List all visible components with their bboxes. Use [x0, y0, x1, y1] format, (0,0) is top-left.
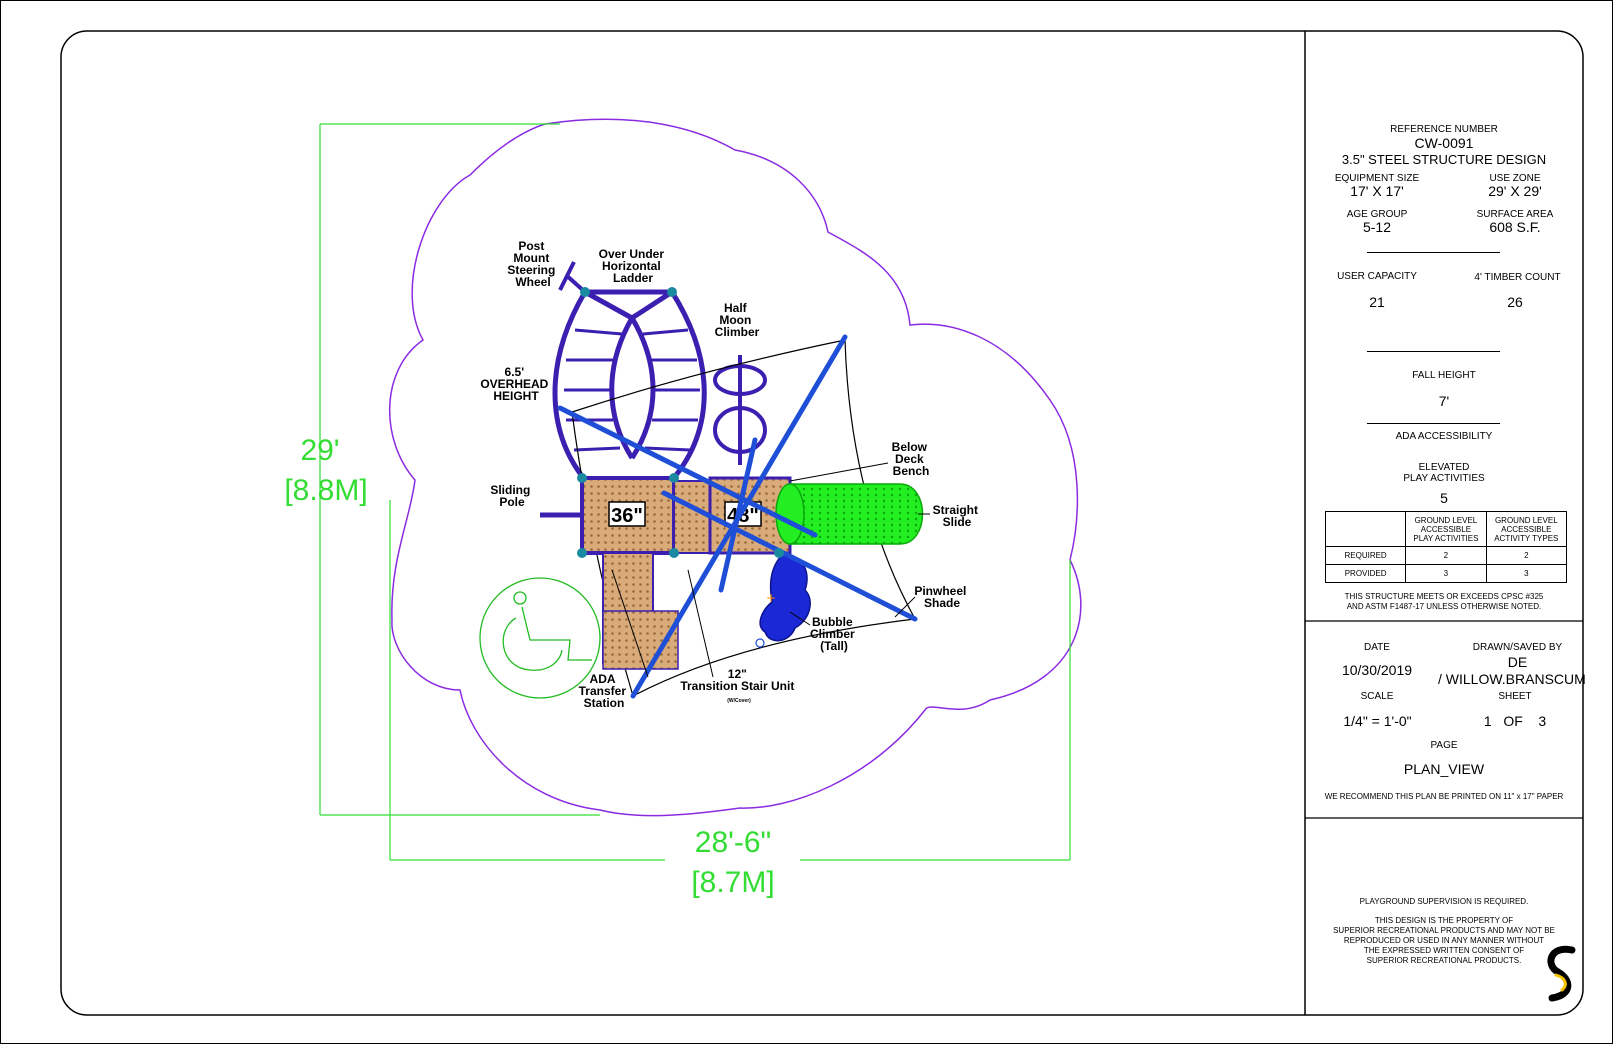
property-note-5: SUPERIOR RECREATIONAL PRODUCTS. — [1366, 956, 1522, 965]
timber-count: 26 — [1507, 294, 1523, 310]
sheet-label: SHEET — [1498, 691, 1532, 702]
compliance-note-2: AND ASTM F1487-17 UNLESS OTHERWISE NOTED… — [1346, 602, 1542, 611]
width-m-label: [8.7M] — [691, 866, 774, 899]
use-zone-outline — [389, 118, 1082, 817]
height-m-label: [8.8M] — [284, 474, 367, 507]
equipment-size-label: EQUIPMENT SIZE — [1334, 173, 1420, 184]
user-capacity: 21 — [1369, 294, 1385, 310]
leader-lines — [611, 462, 930, 678]
page-label: PAGE — [1430, 740, 1458, 751]
shade-arms — [557, 334, 918, 699]
half-moon-climber — [713, 355, 767, 465]
ada-row-required: REQUIRED 2 2 — [1324, 546, 1568, 565]
title-rule-c — [1367, 423, 1500, 424]
compliance-note-1: THIS STRUCTURE MEETS OR EXCEEDS CPSC #32… — [1344, 592, 1544, 601]
page-value: PLAN_VIEW — [1403, 761, 1485, 777]
fall-height-label: FALL HEIGHT — [1412, 370, 1476, 381]
label-ladder: Over Under Horizontal Ladder — [599, 247, 668, 285]
drawn-by-label: DRAWN/SAVED BY — [1472, 642, 1563, 653]
height-dimension — [319, 123, 600, 816]
ada-accessibility-label: ADA ACCESSIBILITY — [1395, 431, 1493, 442]
title-rule-b — [1367, 351, 1500, 352]
deck-36-height: 36" — [611, 505, 643, 527]
play-activities-label: PLAY ACTIVITIES — [1403, 473, 1485, 484]
title-rule-a — [1367, 252, 1500, 253]
height-ft-label: 29' — [300, 434, 339, 467]
equipment-size: 17' X 17' — [1350, 183, 1404, 199]
drawing-frame — [60, 30, 1584, 1016]
bubble-marker: + — [766, 591, 776, 605]
bubble-climber-post — [755, 638, 765, 648]
property-note-2: SUPERIOR RECREATIONAL PRODUCTS AND MAY N… — [1333, 926, 1555, 935]
label-slide: Straight Slide — [933, 503, 982, 529]
use-zone: 29' X 29' — [1488, 183, 1542, 199]
property-note-3: REPRODUCED OR USED IN ANY MANNER WITHOUT — [1343, 936, 1545, 945]
ada-table: GROUND LEVEL ACCESSIBLE PLAY ACTIVITIES … — [1324, 511, 1568, 583]
ada-row-provided: PROVIDED 3 3 — [1324, 564, 1568, 583]
label-bench: Below Deck Bench — [892, 440, 931, 478]
age-group-label: AGE GROUP — [1346, 209, 1408, 220]
superior-logo — [1547, 945, 1576, 1002]
supervision-note: PLAYGROUND SUPERVISION IS REQUIRED. — [1359, 897, 1529, 906]
elevated-value: 5 — [1440, 490, 1448, 506]
bubble-climber — [759, 554, 811, 642]
deck-36-tag — [608, 501, 646, 527]
steering-wheel — [558, 261, 587, 294]
label-stair-unit: 12" Transition Stair Unit (W/Cover) — [680, 667, 797, 704]
ada-col1-header: GROUND LEVEL ACCESSIBLE PLAY ACTIVITIES — [1405, 511, 1487, 547]
property-note-1: THIS DESIGN IS THE PROPERTY OF — [1374, 916, 1514, 925]
scale-label: SCALE — [1360, 691, 1394, 702]
straight-slide — [775, 483, 924, 545]
label-steering-wheel: Post Mount Steering Wheel — [507, 239, 558, 289]
date-value: 10/30/2019 — [1341, 662, 1413, 678]
date-label: DATE — [1364, 642, 1390, 653]
design-type: 3.5" STEEL STRUCTURE DESIGN — [1341, 152, 1547, 167]
age-group: 5-12 — [1362, 219, 1392, 235]
width-ft-label: 28'-6" — [695, 826, 771, 859]
label-half-moon: Half Moon Climber — [715, 301, 760, 339]
label-ada-transfer: ADA Transfer Station — [579, 672, 630, 710]
surface-area: 608 S.F. — [1489, 219, 1541, 235]
drawn-by-user: / WILLOW.BRANSCUM — [1438, 671, 1586, 687]
label-bubble: Bubble Climber (Tall) — [810, 615, 858, 653]
reference-label: REFERENCE NUMBER — [1390, 124, 1498, 135]
drawn-by-initials: DE — [1507, 654, 1528, 670]
reference-number: CW-0091 — [1414, 135, 1474, 151]
user-capacity-label: USER CAPACITY — [1337, 271, 1417, 282]
elevated-label: ELEVATED — [1418, 462, 1470, 473]
scale-value: 1/4" = 1'-0" — [1343, 713, 1412, 729]
wheelchair-icon — [479, 577, 601, 699]
width-dimension — [389, 500, 1071, 861]
label-overhead-height: 6.5' OVERHEAD HEIGHT — [480, 365, 551, 403]
sheet-value: 1 OF 3 — [1483, 713, 1547, 729]
label-shade: Pinwheel Shade — [914, 584, 969, 610]
structure-posts — [577, 287, 784, 558]
property-note-4: THE EXPRESSED WRITTEN CONSENT OF — [1363, 946, 1525, 955]
use-zone-label: USE ZONE — [1489, 173, 1541, 184]
fall-height: 7' — [1438, 393, 1450, 409]
surface-area-label: SURFACE AREA — [1476, 209, 1554, 220]
timber-count-label: 4' TIMBER COUNT — [1474, 272, 1561, 283]
print-recommendation: WE RECOMMEND THIS PLAN BE PRINTED ON 11"… — [1324, 792, 1564, 801]
label-sliding-pole: Sliding Pole — [490, 483, 533, 509]
ada-col2-header: GROUND LEVEL ACCESSIBLE ACTIVITY TYPES — [1485, 511, 1568, 547]
